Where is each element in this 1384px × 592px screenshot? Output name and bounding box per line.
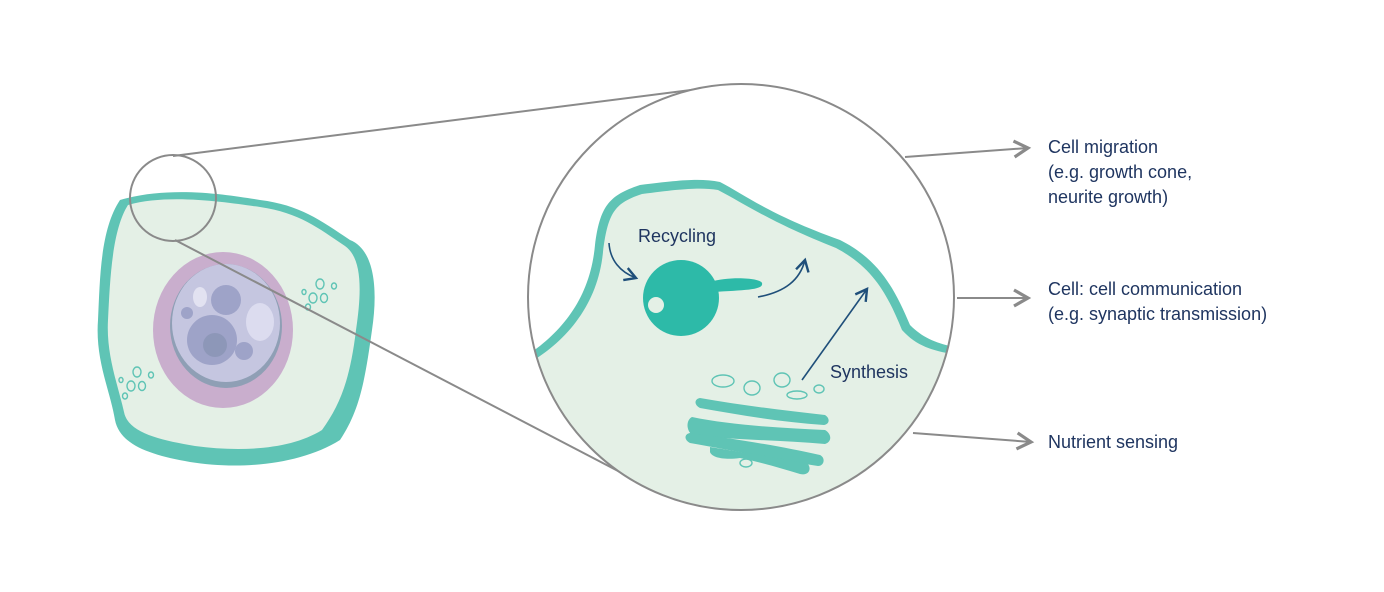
zoom-line-bottom: [174, 239, 621, 473]
whole-cell: [97, 192, 375, 466]
magnified-view: [528, 84, 954, 510]
label-synthesis: Synthesis: [830, 362, 909, 382]
arrow-nutrient-sensing: [912, 431, 1035, 451]
synthesis-arrow: [801, 287, 869, 381]
zoom-circle-small: [129, 154, 217, 242]
outcome-line: (e.g. growth cone,: [1048, 162, 1193, 182]
outcome-line: Nutrient sensing: [1048, 432, 1179, 452]
zoom-line-top: [172, 84, 731, 157]
outcome-line: (e.g. synaptic transmission): [1048, 304, 1268, 324]
zoom-circle-large: [527, 83, 955, 511]
outcome-nutrient-sensing: Nutrient sensing: [1048, 430, 1178, 455]
recycling-in-arrow: [608, 242, 639, 282]
nucleus: [153, 252, 293, 408]
outcome-line: Cell: cell communication: [1048, 279, 1243, 299]
vesicles: [118, 278, 338, 400]
recycling-organelle: [643, 260, 763, 336]
arrow-cell-migration: [904, 139, 1032, 159]
outcome-line: Cell migration: [1048, 137, 1159, 157]
recycling-out-arrow: [757, 257, 810, 298]
label-recycling: Recycling: [638, 226, 717, 246]
outcome-cell-communication: Cell: cell communication (e.g. synaptic …: [1048, 277, 1267, 327]
golgi-apparatus: [685, 372, 831, 475]
outcome-cell-migration: Cell migration (e.g. growth cone, neurit…: [1048, 135, 1192, 210]
outcome-line: neurite growth): [1048, 187, 1169, 207]
